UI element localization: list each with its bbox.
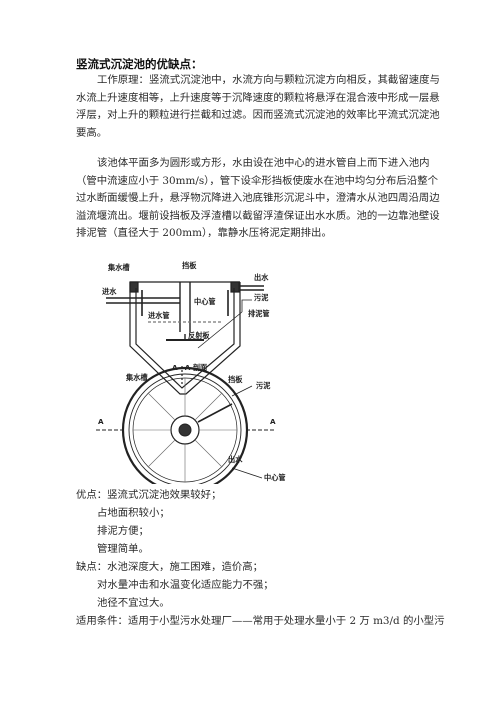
paragraph-line: 浮层，对上升的颗粒进行拦截和过滤。因而竖流式沉淀池的效率比平流式沉淀池 (76, 109, 440, 121)
label-center-pipe-plan: 中心管 (264, 473, 286, 482)
disadvantage-item: 池径不宜过大。 (97, 597, 170, 609)
label-center-pipe: 中心管 (194, 297, 216, 306)
advantages-heading: 优点：竖流式沉淀池效果较好； (76, 489, 222, 501)
plan-view (96, 366, 276, 484)
label-inlet-pipe: 进水管 (148, 311, 170, 320)
advantage-item: 占地面积较小； (97, 507, 170, 519)
label-a-right: A (270, 417, 276, 426)
label-discharge-pipe: 排泥管 (248, 309, 270, 318)
label-sludge-plan: 污泥 (256, 381, 271, 390)
working-principle-paragraph: 工作原理：竖流式沉淀池中，水流方向与颗粒沉淀方向相反，其截留速度与 水流上升速度… (76, 72, 440, 142)
paragraph-line: 工作原理：竖流式沉淀池中，水流方向与颗粒沉淀方向相反，其截留速度与 (97, 74, 440, 86)
label-section: A—A 剖面 (172, 363, 207, 372)
label-collect-trough: 集水槽 (107, 263, 130, 272)
label-reflector: 反射板 (188, 331, 210, 340)
paragraph-line: 排泥管（直径大于 200mm），靠静水压将泥定期排出。 (76, 227, 332, 239)
disadvantages-heading: 缺点：水池深度大，施工困难，造价高； (76, 561, 264, 573)
sedimentation-tank-diagram: 集水槽 挡板 出水 进水 中心管 污泥 进水管 排泥管 反射板 A—A 剖面 集… (96, 261, 286, 484)
structure-paragraph: 该池体平面多为圆形或方形，水由设在池中心的进水管自上而下进入池内 （管中流速应小… (76, 155, 440, 243)
label-collect-trough-plan: 集水槽 (125, 373, 148, 382)
disadvantage-item: 对水量冲击和水温变化适应能力不强； (97, 579, 274, 591)
label-sludge: 污泥 (254, 293, 269, 302)
label-baffle: 挡板 (182, 261, 197, 270)
document-title: 竖流式沉淀池的优缺点： (76, 57, 203, 71)
paragraph-line: 过水断面缓慢上升，悬浮物沉降进入池底锥形沉泥斗中，澄清水从池四周沿周边 (76, 192, 440, 204)
label-outflow-plan: 出水 (228, 455, 243, 464)
applicable-conditions: 适用条件：适用于小型污水处理厂——常用于处理水量小于 2 万 m3/d 的小型污 (76, 615, 445, 627)
label-outflow: 出水 (254, 273, 269, 282)
advantage-item: 管理简单。 (97, 543, 149, 555)
label-baffle-plan: 挡板 (228, 375, 243, 384)
advantage-item: 排泥方便； (97, 525, 149, 537)
paragraph-line: 水流上升速度相等，上升速度等于沉降速度的颗粒将悬浮在混合液中形成一层悬 (76, 91, 440, 104)
paragraph-line: （管中流速应小于 30mm/s），管下设伞形挡板使废水在池中均匀分布后沿整个 (76, 174, 438, 187)
paragraph-line: 该池体平面多为圆形或方形，水由设在池中心的进水管自上而下进入池内 (97, 157, 430, 169)
paragraph-line: 要高。 (76, 126, 108, 139)
label-a-left: A (98, 417, 104, 426)
paragraph-line: 溢流堰流出。堰前设挡板及浮渣槽以截留浮渣保证出水水质。池的一边靠池壁设 (76, 209, 440, 222)
elevation-view (106, 281, 264, 395)
label-inflow: 进水 (102, 287, 117, 296)
